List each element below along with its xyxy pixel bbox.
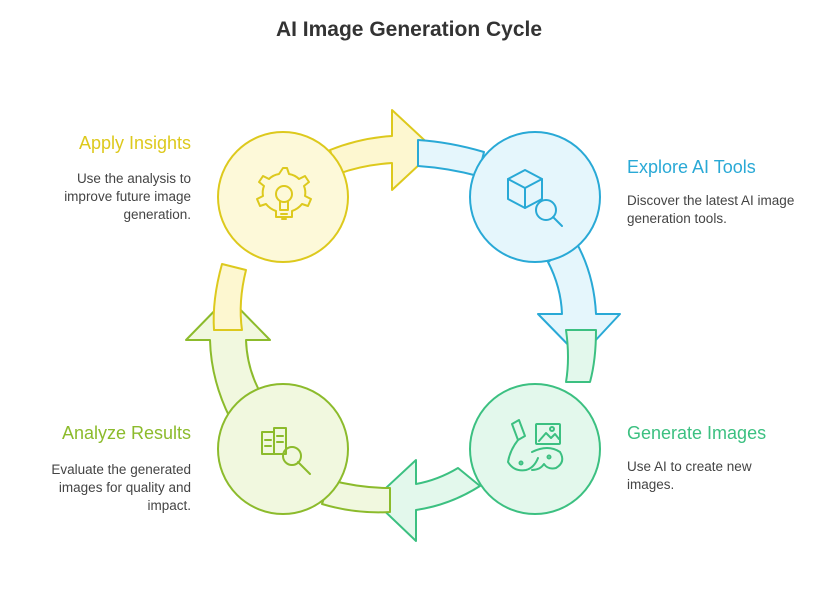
generate-description: Use AI to create new images. — [627, 459, 752, 492]
connector-apply — [212, 263, 247, 331]
analyze-title: Analyze Results — [61, 423, 191, 443]
analyze-circle — [217, 383, 349, 515]
explore-description: Discover the latest AI image generation … — [627, 193, 795, 226]
diagram-title: AI Image Generation Cycle — [275, 18, 543, 41]
generate-title: Generate Images — [627, 423, 767, 443]
generate-circle — [469, 383, 601, 515]
apply-title: Apply Insights — [78, 133, 191, 153]
cube-search-icon — [507, 169, 563, 227]
paint-palette-icon — [507, 419, 564, 472]
explore-circle — [469, 131, 601, 263]
analyze-description: Evaluate the generated images for qualit… — [51, 462, 191, 513]
connector-generate — [565, 329, 597, 383]
apply-circle — [217, 131, 349, 263]
explore-title: Explore AI Tools — [627, 157, 756, 177]
connector-explore — [417, 139, 485, 177]
chart-search-icon — [261, 427, 311, 475]
arrow-analyze-to-apply — [185, 296, 271, 419]
lightbulb-gear-icon — [256, 167, 312, 220]
apply-description: Use the analysis to improve future image… — [64, 171, 191, 222]
